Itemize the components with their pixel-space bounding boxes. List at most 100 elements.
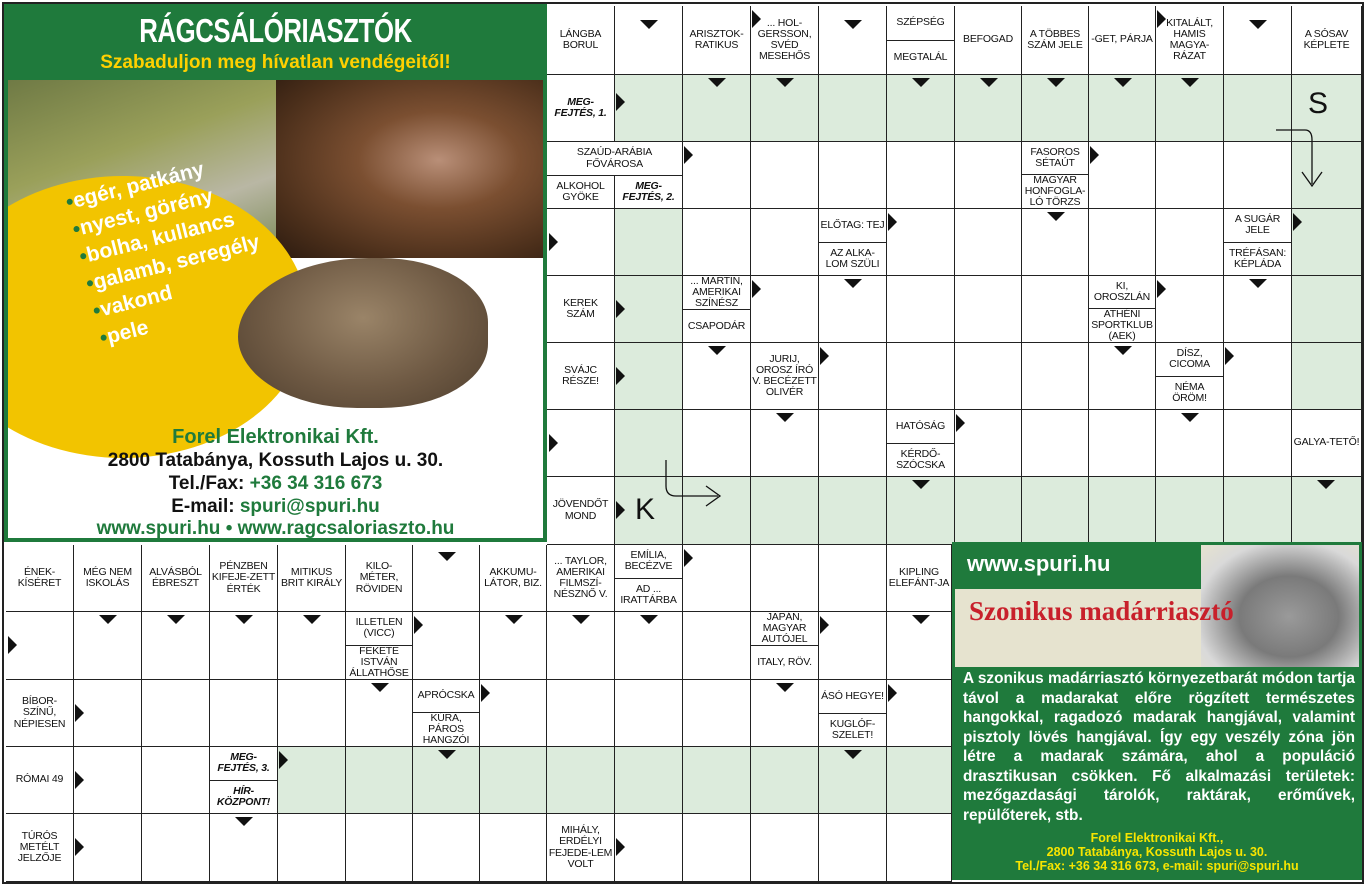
grid-cell[interactable] (1224, 142, 1292, 209)
grid-cell[interactable] (887, 142, 955, 209)
grid-cell[interactable] (74, 680, 142, 747)
answer-letter-k[interactable]: K (635, 493, 656, 526)
grid-cell[interactable] (74, 814, 142, 882)
grid-cell[interactable] (480, 680, 547, 747)
grid-cell[interactable] (683, 545, 751, 612)
grid-cell[interactable] (819, 6, 887, 75)
grid-cell[interactable] (142, 814, 210, 882)
grid-cell[interactable] (1089, 209, 1156, 276)
grid-cell[interactable] (1156, 142, 1224, 209)
grid-cell[interactable] (819, 477, 887, 545)
grid-cell[interactable] (955, 209, 1022, 276)
grid-cell[interactable] (683, 680, 751, 747)
grid-cell[interactable] (683, 142, 751, 209)
product-name: Szonikus madárriasztó (969, 596, 1234, 626)
grid-cell[interactable] (1156, 276, 1224, 343)
grid-cell[interactable] (547, 209, 615, 276)
grid-cell[interactable] (955, 410, 1022, 477)
grid-cell[interactable] (751, 477, 819, 545)
grid-cell[interactable] (1292, 209, 1362, 276)
grid-cell[interactable] (142, 747, 210, 814)
grid-cell[interactable] (615, 276, 683, 343)
grid-cell[interactable] (413, 612, 480, 680)
grid-cell[interactable] (615, 75, 683, 142)
grid-cell[interactable] (1089, 410, 1156, 477)
grid-cell[interactable] (683, 747, 751, 814)
grid-cell[interactable] (751, 209, 819, 276)
grid-cell[interactable] (819, 75, 887, 142)
grid-cell[interactable] (615, 814, 683, 882)
grid-cell[interactable] (1022, 477, 1089, 545)
grid-cell[interactable] (819, 142, 887, 209)
grid-cell[interactable] (955, 142, 1022, 209)
grid-cell[interactable] (1022, 276, 1089, 343)
grid-cell[interactable] (615, 680, 683, 747)
grid-cell[interactable] (887, 680, 952, 747)
grid-cell[interactable] (615, 343, 683, 410)
grid-cell[interactable] (480, 612, 547, 680)
grid-cell[interactable] (819, 410, 887, 477)
grid-cell[interactable] (1156, 477, 1224, 545)
grid-cell[interactable] (74, 747, 142, 814)
grid-cell[interactable] (1089, 142, 1156, 209)
grid-cell[interactable] (751, 545, 819, 612)
grid-cell[interactable] (887, 477, 955, 545)
ad-url[interactable]: www.spuri.hu (967, 551, 1111, 576)
grid-cell[interactable] (547, 747, 615, 814)
website-links[interactable]: www.spuri.hu • www.ragcsaloriaszto.hu (96, 518, 455, 539)
grid-cell[interactable] (547, 680, 615, 747)
arrow-right-icon (616, 300, 625, 318)
grid-cell[interactable] (751, 276, 819, 343)
grid-cell[interactable] (751, 142, 819, 209)
grid-cell[interactable] (1022, 410, 1089, 477)
grid-cell[interactable] (1224, 6, 1292, 75)
grid-cell[interactable] (346, 747, 413, 814)
grid-cell[interactable] (819, 343, 887, 410)
grid-cell[interactable] (683, 477, 751, 545)
grid-cell[interactable] (1022, 343, 1089, 410)
grid-cell[interactable] (683, 612, 751, 680)
grid-cell[interactable] (1089, 477, 1156, 545)
grid-cell[interactable] (615, 747, 683, 814)
grid-cell[interactable] (955, 276, 1022, 343)
grid-cell[interactable] (278, 680, 346, 747)
grid-cell[interactable] (683, 410, 751, 477)
grid-cell[interactable] (683, 814, 751, 882)
grid-cell[interactable] (1292, 276, 1362, 343)
grid-cell[interactable] (1156, 209, 1224, 276)
grid-cell[interactable] (1292, 343, 1362, 410)
grid-cell[interactable] (887, 814, 952, 882)
grid-cell[interactable] (887, 209, 955, 276)
grid-cell[interactable] (819, 545, 887, 612)
grid-cell[interactable] (547, 410, 615, 477)
grid-cell[interactable] (346, 814, 413, 882)
grid-cell[interactable] (278, 747, 346, 814)
grid-cell[interactable] (683, 209, 751, 276)
grid-cell[interactable] (887, 343, 955, 410)
grid-cell[interactable] (955, 343, 1022, 410)
answer-letter-s[interactable]: S (1308, 87, 1329, 120)
grid-cell[interactable] (1224, 410, 1292, 477)
grid-cell[interactable] (819, 814, 887, 882)
grid-cell[interactable] (615, 209, 683, 276)
grid-cell[interactable] (480, 747, 547, 814)
grid-cell[interactable] (955, 477, 1022, 545)
grid-cell[interactable] (751, 814, 819, 882)
grid-cell[interactable] (887, 276, 955, 343)
grid-cell[interactable] (1224, 477, 1292, 545)
grid-cell[interactable] (1224, 75, 1292, 142)
grid-cell[interactable] (278, 814, 346, 882)
grid-cell[interactable] (6, 612, 74, 680)
grid-cell[interactable] (1292, 142, 1362, 209)
grid-cell[interactable] (1224, 343, 1292, 410)
grid-cell[interactable] (480, 814, 547, 882)
grid-cell[interactable] (615, 410, 683, 477)
email-link[interactable]: spuri@spuri.hu (239, 496, 380, 517)
grid-cell[interactable] (887, 747, 952, 814)
grid-cell[interactable] (751, 747, 819, 814)
grid-cell[interactable] (615, 6, 683, 75)
grid-cell[interactable] (210, 680, 278, 747)
grid-cell[interactable] (819, 612, 887, 680)
grid-cell[interactable] (413, 814, 480, 882)
grid-cell[interactable] (142, 680, 210, 747)
